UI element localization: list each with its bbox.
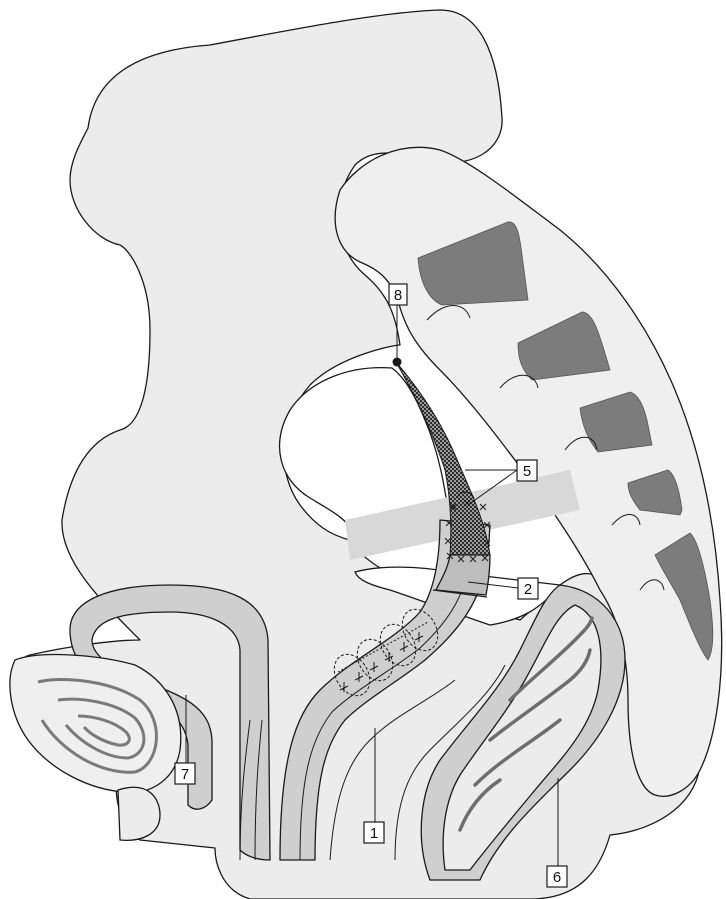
label-8: 8	[389, 284, 407, 305]
promontory-anchor	[393, 358, 402, 367]
label-6-text: 6	[553, 869, 561, 886]
label-5: 5	[517, 460, 537, 481]
label-2: 2	[518, 578, 538, 599]
label-1-text: 1	[370, 825, 378, 842]
label-6: 6	[547, 866, 567, 887]
label-8-text: 8	[394, 287, 402, 304]
label-5-text: 5	[523, 463, 531, 480]
label-2-text: 2	[524, 581, 532, 598]
label-1: 1	[364, 822, 384, 843]
label-7: 7	[175, 763, 195, 784]
label-7-text: 7	[181, 766, 189, 783]
